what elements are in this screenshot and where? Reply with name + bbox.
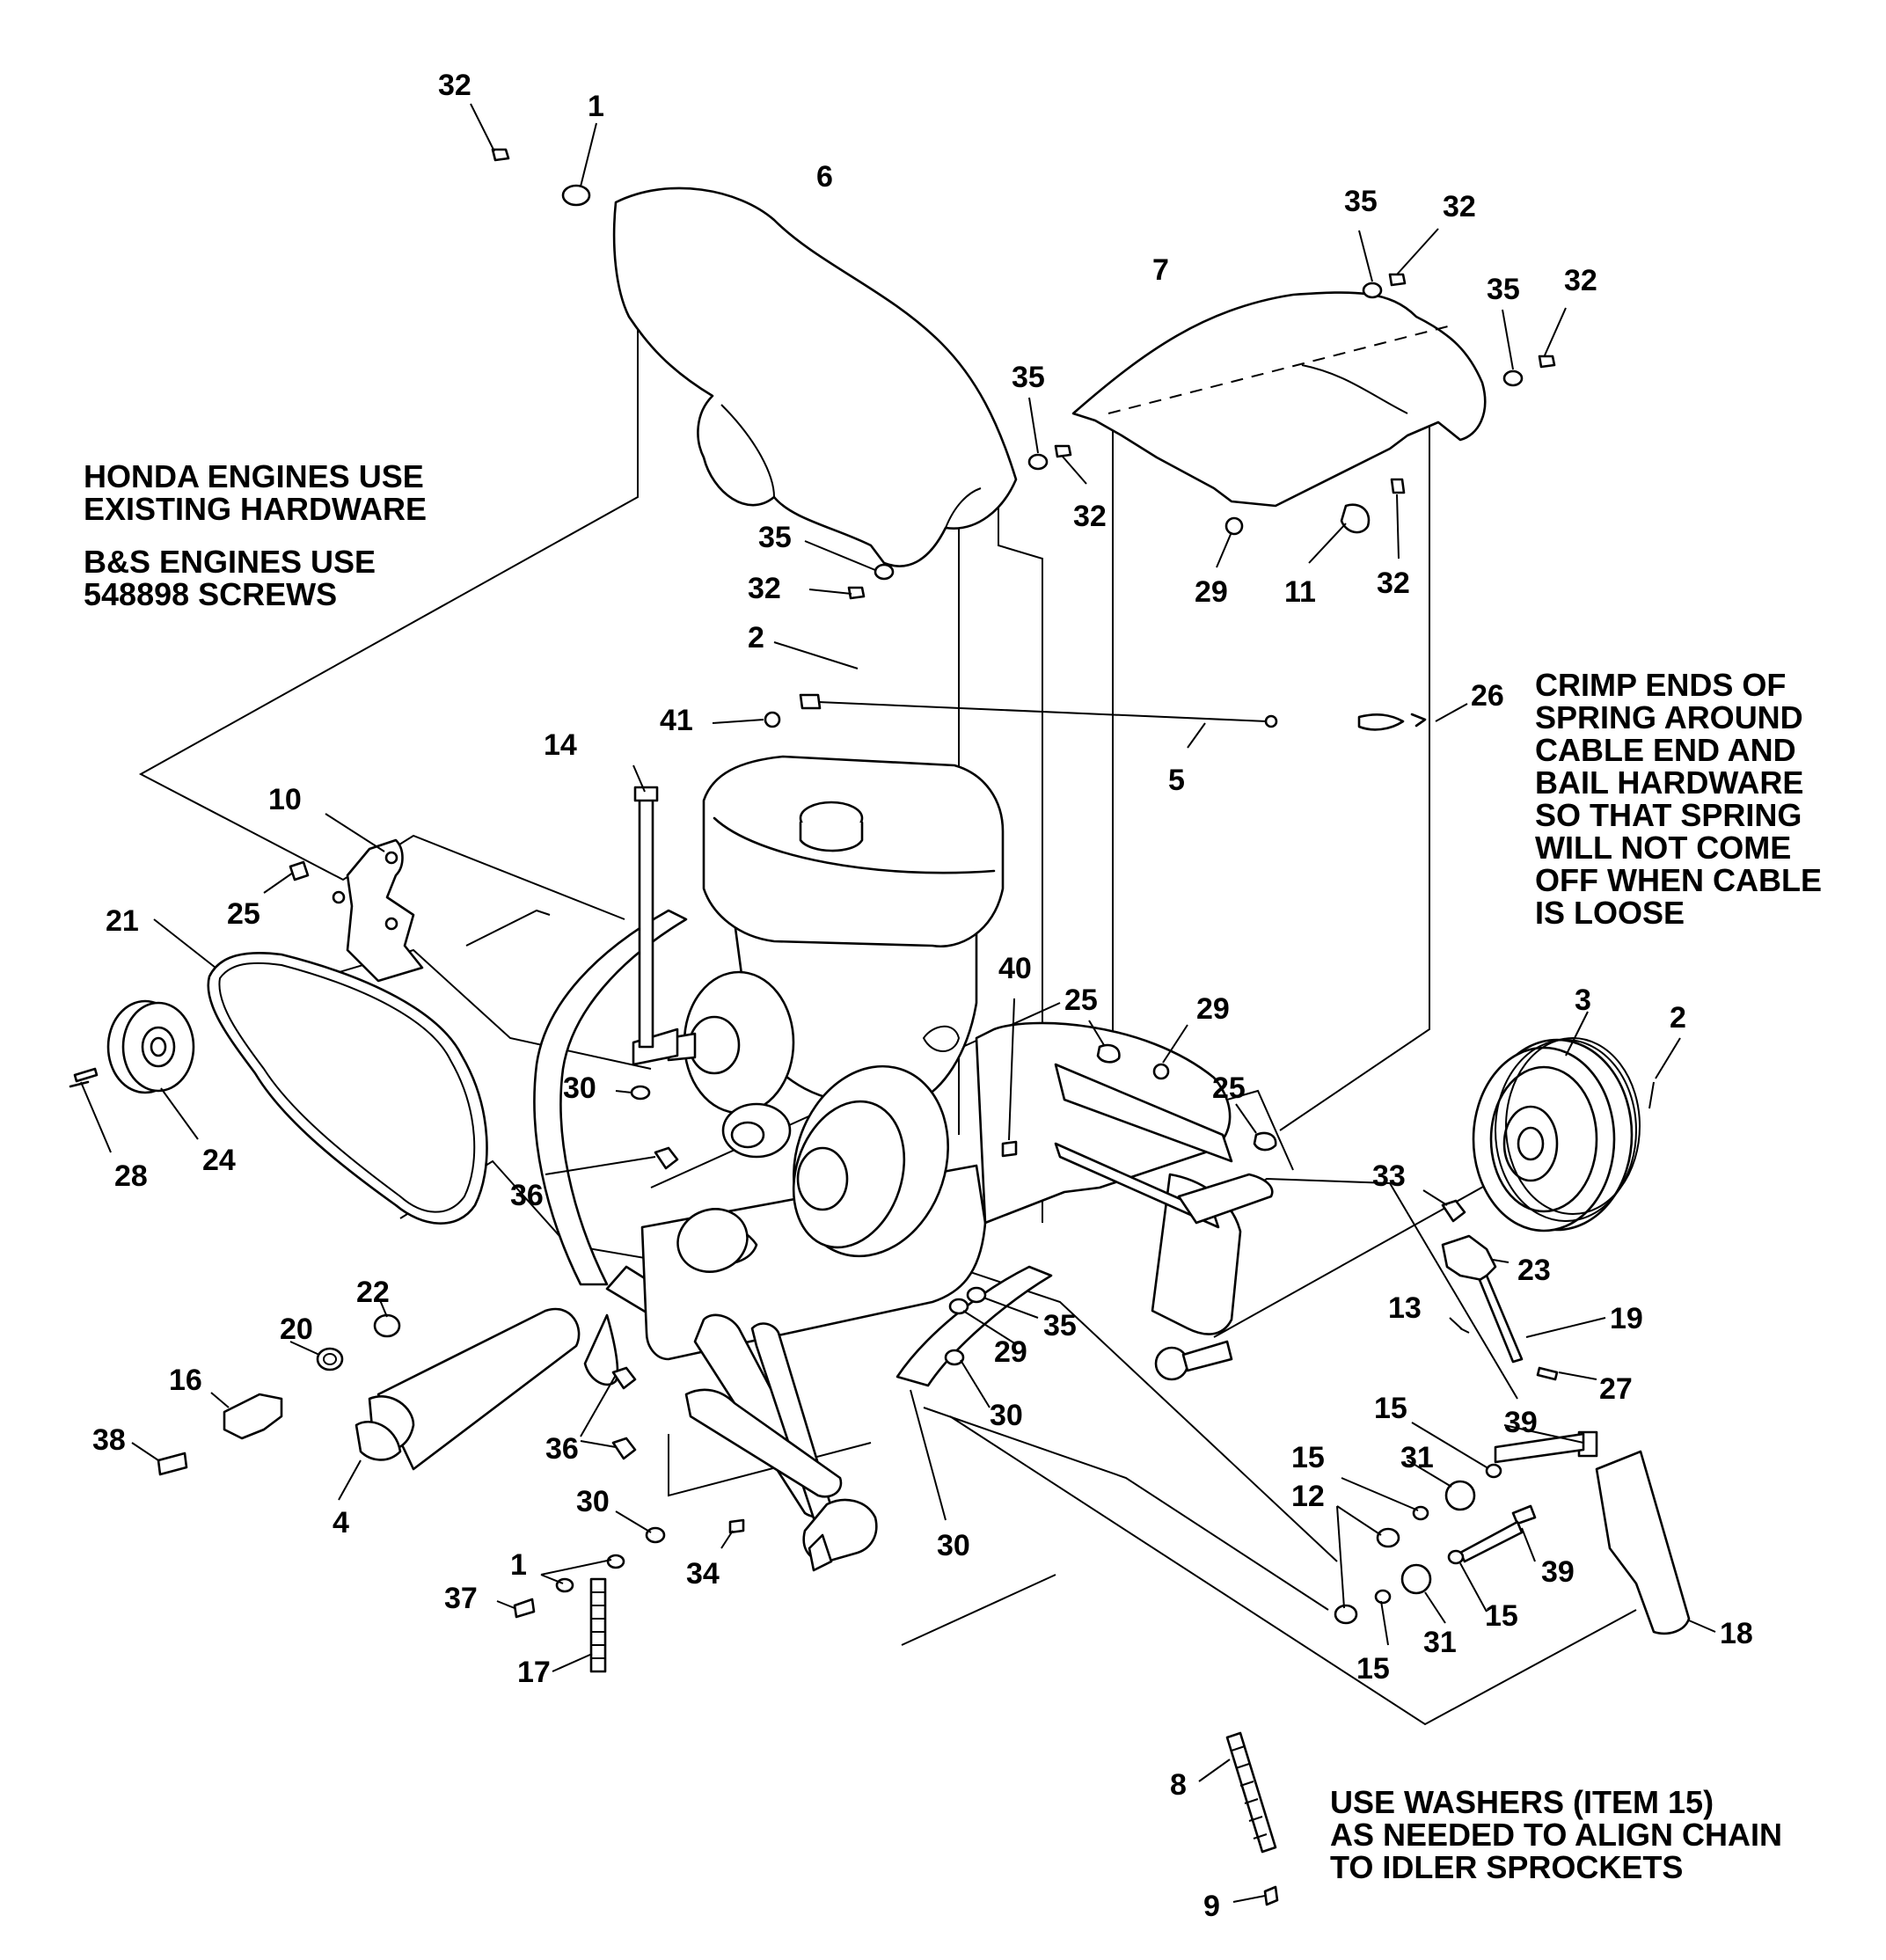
callout-22: 22 — [356, 1276, 390, 1309]
callout-1-a: 1 — [588, 90, 604, 123]
callout-41: 41 — [660, 704, 693, 737]
callout-36-b: 36 — [545, 1432, 579, 1466]
callout-39-a: 39 — [1504, 1406, 1538, 1439]
belt-guard — [612, 186, 1018, 567]
callout-34: 34 — [686, 1557, 720, 1591]
callout-37: 37 — [444, 1582, 478, 1615]
callout-40: 40 — [998, 952, 1032, 985]
note-use-washers: USE WASHERS (ITEM 15) AS NEEDED TO ALIGN… — [1330, 1784, 1783, 1885]
engine-pulley — [69, 999, 195, 1094]
callout-35-b: 35 — [1487, 273, 1520, 306]
drive-pulley — [676, 1064, 949, 1273]
callout-35-d: 35 — [758, 521, 792, 554]
callout-25-c: 25 — [1212, 1071, 1246, 1105]
callout-32-e: 32 — [748, 572, 781, 605]
callout-15-b: 15 — [1291, 1441, 1325, 1474]
v-belt — [207, 951, 488, 1225]
callout-38: 38 — [92, 1423, 126, 1457]
wheel — [1472, 1037, 1641, 1232]
note-honda-engines: HONDA ENGINES USE EXISTING HARDWARE — [84, 458, 428, 527]
callout-13: 13 — [1388, 1291, 1422, 1325]
callout-33: 33 — [1372, 1159, 1406, 1193]
callout-26: 26 — [1471, 679, 1504, 713]
callout-16: 16 — [169, 1364, 202, 1397]
callout-28: 28 — [114, 1159, 148, 1193]
callout-20: 20 — [280, 1313, 313, 1346]
callout-5: 5 — [1168, 764, 1185, 797]
note-bs-engines: B&S ENGINES USE 548898 SCREWS — [84, 544, 376, 612]
callout-29-a: 29 — [1195, 575, 1228, 609]
callout-35-e: 35 — [1043, 1309, 1077, 1342]
callout-15-d: 15 — [1356, 1652, 1390, 1686]
callout-17: 17 — [517, 1656, 551, 1689]
callout-35-a: 35 — [1344, 185, 1378, 218]
chain-guard — [1071, 291, 1487, 508]
callout-12: 12 — [1291, 1480, 1325, 1513]
callout-14: 14 — [544, 728, 577, 762]
callout-15-a: 15 — [1374, 1392, 1407, 1425]
callout-35-c: 35 — [1012, 361, 1045, 394]
callout-2-b: 2 — [1670, 1001, 1686, 1035]
callout-25-a: 25 — [227, 897, 260, 931]
callout-30-a: 30 — [563, 1071, 596, 1105]
callout-29-b: 29 — [1196, 992, 1230, 1026]
engine-bracket — [332, 838, 424, 983]
callout-32-b: 32 — [1443, 190, 1476, 223]
callout-10: 10 — [268, 783, 302, 816]
callout-15-c: 15 — [1485, 1599, 1518, 1633]
callout-32-c: 32 — [1564, 264, 1597, 297]
callout-1-b: 1 — [510, 1548, 527, 1582]
callout-36-a: 36 — [510, 1179, 544, 1212]
callout-18: 18 — [1720, 1617, 1753, 1650]
callout-32-d: 32 — [1073, 500, 1107, 533]
callout-3: 3 — [1575, 984, 1591, 1017]
engine — [632, 755, 1005, 1115]
callout-leaders — [80, 103, 1716, 1903]
callout-9: 9 — [1203, 1890, 1220, 1923]
callout-2-a: 2 — [748, 621, 764, 655]
callout-31-b: 31 — [1423, 1626, 1457, 1659]
callout-39-b: 39 — [1541, 1555, 1575, 1589]
callout-27: 27 — [1599, 1372, 1633, 1406]
callout-30-b: 30 — [990, 1399, 1023, 1432]
callout-32-f: 32 — [1377, 567, 1410, 600]
callout-4: 4 — [333, 1506, 349, 1539]
callout-31-a: 31 — [1400, 1441, 1434, 1474]
callout-8: 8 — [1170, 1768, 1187, 1802]
callout-25-b: 25 — [1064, 984, 1098, 1017]
callout-29-c: 29 — [994, 1335, 1027, 1369]
linkage — [684, 1313, 878, 1572]
callout-11: 11 — [1284, 575, 1316, 609]
note-crimp-spring: CRIMP ENDS OF SPRING AROUND CABLE END AN… — [1535, 667, 1822, 931]
callout-6: 6 — [816, 160, 833, 194]
callout-24: 24 — [202, 1144, 236, 1177]
callout-21: 21 — [106, 904, 139, 938]
callout-32-a: 32 — [438, 69, 472, 102]
callout-30-c: 30 — [937, 1529, 970, 1562]
callout-7: 7 — [1152, 253, 1169, 287]
callout-19: 19 — [1610, 1302, 1643, 1335]
callout-23: 23 — [1517, 1254, 1551, 1287]
callout-30-d: 30 — [576, 1485, 610, 1518]
